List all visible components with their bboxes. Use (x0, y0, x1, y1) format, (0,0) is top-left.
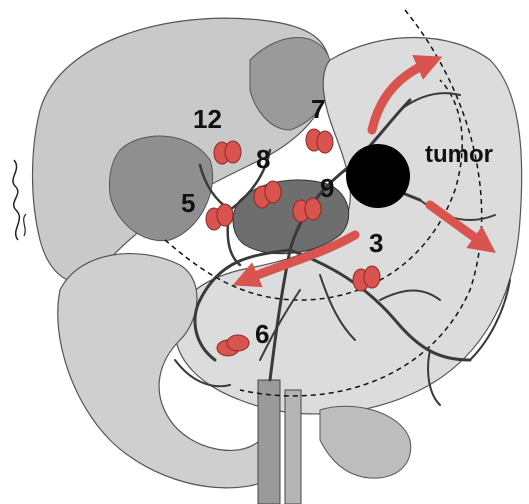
station-label-8: 8 (256, 144, 270, 174)
artist-signature (13, 160, 26, 240)
aorta (258, 380, 280, 504)
lymph-node-9 (293, 198, 321, 222)
station-label-3: 3 (369, 228, 383, 258)
tumor-label: tumor (425, 141, 493, 168)
station-label-7: 7 (311, 94, 325, 124)
colon-loop (320, 406, 411, 478)
tumor-mass (346, 144, 410, 208)
station-label-12: 12 (193, 104, 222, 134)
lymph-node-7 (306, 129, 333, 153)
station-label-9: 9 (320, 173, 334, 203)
lymph-node-12 (214, 141, 241, 164)
station-label-5: 5 (181, 188, 195, 218)
vena-cava (285, 390, 301, 504)
station-label-6: 6 (255, 319, 269, 349)
